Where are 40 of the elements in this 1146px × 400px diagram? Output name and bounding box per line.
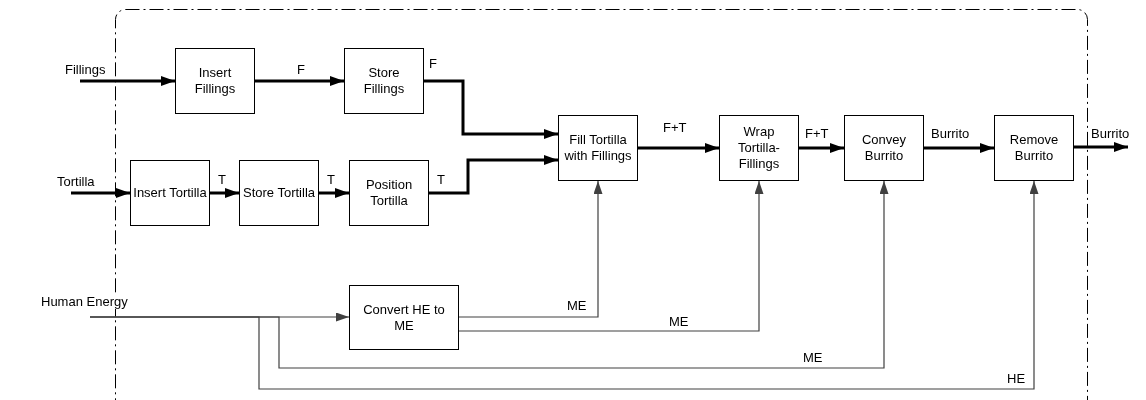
edge-label: T	[217, 172, 227, 187]
process-box: Insert Tortilla	[130, 160, 210, 226]
flow-arrow	[255, 76, 344, 86]
edge-label: F+T	[804, 126, 830, 141]
edge-label: F	[296, 62, 306, 77]
edge-label: ME	[566, 298, 588, 313]
edge-label: F	[428, 56, 438, 71]
edge-label: T	[436, 172, 446, 187]
edge-label: ME	[668, 314, 690, 329]
energy-arrow	[458, 180, 603, 318]
flow-arrow	[424, 79, 558, 139]
edge-label: Human Energy	[40, 294, 129, 309]
edge-label: F+T	[662, 120, 688, 135]
energy-arrow	[458, 180, 764, 332]
flow-arrow	[210, 188, 239, 198]
process-box: Convert HE to ME	[349, 285, 459, 350]
flow-arrow	[799, 143, 844, 153]
flow-arrow	[71, 188, 130, 198]
process-box: Store Fillings	[344, 48, 424, 114]
edge-label: HE	[1006, 371, 1027, 386]
edge-label: T	[326, 172, 336, 187]
flow-arrow	[924, 143, 994, 153]
flow-arrow	[429, 155, 558, 195]
edge-label: Burrito	[930, 126, 971, 141]
flow-arrow	[80, 76, 175, 86]
flow-arrow	[638, 143, 719, 153]
edge-label: Tortilla	[56, 174, 96, 189]
process-box: Fill Tortilla with Fillings	[558, 115, 638, 181]
energy-arrow	[89, 180, 1039, 390]
process-box: Convey Burrito	[844, 115, 924, 181]
process-box: Store Tortilla	[239, 160, 319, 226]
flow-arrow	[319, 188, 349, 198]
edge-label: Fillings	[64, 62, 107, 77]
process-box: Position Tortilla	[349, 160, 429, 226]
edge-label: Burrito	[1090, 126, 1131, 141]
process-box: Wrap Tortilla-Fillings	[719, 115, 799, 181]
process-box: Insert Fillings	[175, 48, 255, 114]
edge-label: ME	[802, 350, 824, 365]
process-box: Remove Burrito	[994, 115, 1074, 181]
flow-arrow	[1074, 142, 1128, 152]
